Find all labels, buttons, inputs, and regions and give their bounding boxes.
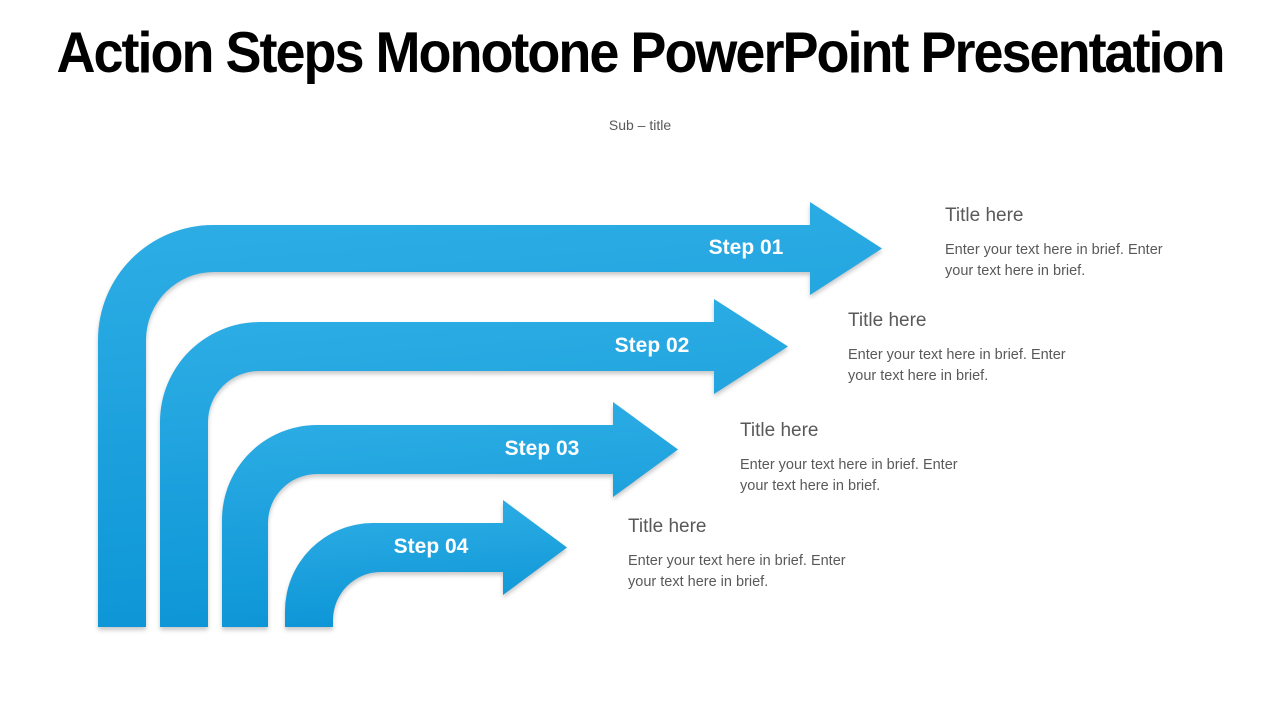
step-description-01: Enter your text here in brief. Enter you… xyxy=(945,242,1163,279)
slide-title: Action Steps Monotone PowerPoint Present… xyxy=(56,21,1225,85)
step-label-04: Step 04 xyxy=(393,535,469,558)
step-title-03: Title here xyxy=(740,420,819,441)
step-label-02: Step 02 xyxy=(614,334,690,357)
slide-subtitle: Sub – title xyxy=(608,117,672,133)
step-text-block-02: Title here Enter your text here in brief… xyxy=(848,310,1098,387)
arrow-step-03 xyxy=(222,402,678,627)
step-title-01: Title here xyxy=(945,205,1024,226)
arrow-step-04 xyxy=(285,500,567,627)
step-text-block-04: Title here Enter your text here in brief… xyxy=(628,516,878,593)
arrow-step-01 xyxy=(98,202,882,627)
step-title-04: Title here xyxy=(628,516,707,537)
step-description-04: Enter your text here in brief. Enter you… xyxy=(628,553,846,590)
step-title-02: Title here xyxy=(848,310,927,331)
step-description-03: Enter your text here in brief. Enter you… xyxy=(740,457,958,494)
step-text-block-01: Title here Enter your text here in brief… xyxy=(945,205,1195,282)
step-text-block-03: Title here Enter your text here in brief… xyxy=(740,420,990,497)
step-label-01: Step 01 xyxy=(708,236,784,259)
step-label-03: Step 03 xyxy=(504,437,580,460)
arrow-step-02 xyxy=(160,299,788,627)
step-description-02: Enter your text here in brief. Enter you… xyxy=(848,347,1066,384)
